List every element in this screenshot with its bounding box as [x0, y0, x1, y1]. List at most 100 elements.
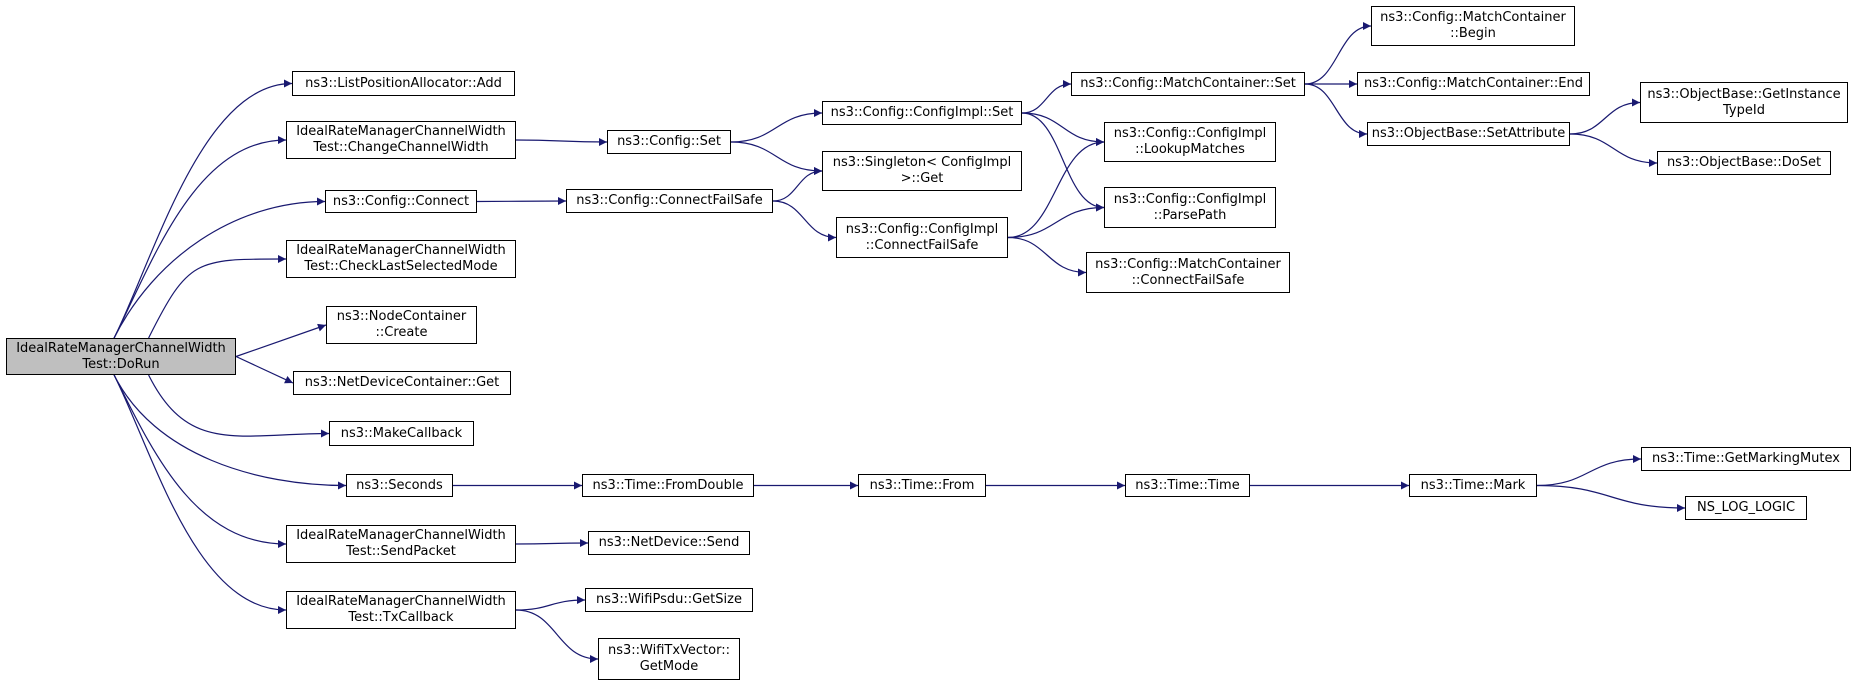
- function-node-label: ns3::ObjectBase::GetInstance: [1647, 86, 1841, 102]
- function-node-label: ns3::Singleton< ConfigImpl: [832, 155, 1012, 170]
- function-node-label: ns3::WifiTxVector::: [607, 643, 730, 658]
- function-node-label: ns3::ObjectBase::DoSet: [1666, 155, 1822, 170]
- function-node-label: ::ConnectFailSafe: [1131, 272, 1245, 288]
- function-node-label: ns3::Config::MatchContainer::Set: [1080, 76, 1296, 91]
- function-node-label: ns3::Config::ConfigImpl: [1113, 126, 1267, 141]
- function-node-label: ns3::Config::MatchContainer::End: [1364, 76, 1583, 91]
- function-node-label: Test::DoRun: [82, 356, 160, 372]
- function-node-label: ns3::MakeCallback: [340, 425, 463, 441]
- function-node-label: ns3::Config::ConfigImpl::Set: [830, 105, 1014, 120]
- function-node-label: ns3::WifiPsdu::GetSize: [596, 592, 742, 607]
- function-node[interactable]: ns3::Time::Mark: [1409, 474, 1537, 497]
- function-node[interactable]: ns3::Config::MatchContainer::End: [1357, 72, 1590, 96]
- call-edge: [515, 137, 608, 146]
- call-edge: [1304, 83, 1368, 138]
- call-edge: [1569, 98, 1641, 135]
- function-node-label: ns3::NetDevice::Send: [598, 535, 740, 550]
- function-node-label: ::Create: [375, 325, 428, 340]
- function-node-label: Test::ChangeChannelWidth: [313, 140, 489, 155]
- function-node-label: ns3::Config::MatchContainer: [1380, 10, 1566, 25]
- function-node-label: ns3::NetDeviceContainer::Get: [304, 375, 500, 390]
- function-node-label: ns3::Config::ConnectFailSafe: [576, 193, 763, 208]
- function-node[interactable]: ns3::ObjectBase::DoSet: [1657, 151, 1831, 175]
- call-edge: [1536, 455, 1642, 487]
- function-node[interactable]: ns3::Config::ConfigImpl::ConnectFailSafe: [836, 217, 1008, 258]
- function-node[interactable]: ns3::NetDeviceContainer::Get: [293, 371, 511, 395]
- function-node-label: ns3::Time::FromDouble: [592, 477, 744, 493]
- function-node-label: ::LookupMatches: [1135, 142, 1245, 157]
- function-node-label: ns3::NodeContainer: [336, 309, 467, 324]
- call-edge: [476, 197, 567, 206]
- call-edge: [1007, 138, 1105, 239]
- function-node[interactable]: ns3::Config::MatchContainer::ConnectFail…: [1086, 252, 1290, 293]
- function-node[interactable]: ns3::Config::MatchContainer::Set: [1071, 72, 1305, 96]
- function-node-label: ns3::Config::Set: [617, 134, 721, 149]
- function-node-label: ns3::Time::Time: [1135, 477, 1240, 493]
- function-node-label: ::ConnectFailSafe: [865, 237, 979, 253]
- function-node[interactable]: ns3::NetDevice::Send: [588, 531, 750, 555]
- function-node[interactable]: ns3::Config::Connect: [325, 190, 477, 213]
- function-node[interactable]: ns3::NodeContainer::Create: [326, 306, 477, 344]
- call-edge: [1007, 203, 1105, 239]
- call-edge: [1304, 22, 1372, 85]
- function-node-label: IdealRateManagerChannelWidth: [296, 243, 506, 258]
- function-node-label: IdealRateManagerChannelWidth: [16, 340, 226, 356]
- function-node[interactable]: NS_LOG_LOGIC: [1685, 496, 1807, 520]
- function-node-label: ns3::Time::Mark: [1420, 477, 1526, 493]
- function-node-label: ns3::Config::MatchContainer: [1095, 256, 1281, 272]
- function-node[interactable]: ns3::Config::ConfigImpl::ParsePath: [1104, 187, 1276, 228]
- function-node[interactable]: ns3::Time::FromDouble: [582, 474, 754, 497]
- function-node[interactable]: ns3::Config::ConfigImpl::Set: [822, 101, 1022, 125]
- function-node[interactable]: ns3::Time::GetMarkingMutex: [1641, 447, 1851, 471]
- function-node-label: NS_LOG_LOGIC: [1696, 500, 1796, 515]
- function-node[interactable]: ns3::Config::ConfigImpl::LookupMatches: [1104, 122, 1276, 162]
- function-node[interactable]: ns3::WifiTxVector::GetMode: [598, 638, 740, 680]
- function-node[interactable]: ns3::Time::From: [858, 474, 986, 497]
- function-node-label: TypeId: [1723, 102, 1765, 118]
- function-node-label: ::Begin: [1450, 26, 1496, 41]
- function-node-label: IdealRateManagerChannelWidth: [296, 124, 506, 139]
- function-node-label: IdealRateManagerChannelWidth: [296, 594, 506, 609]
- function-node[interactable]: ns3::ListPositionAllocator::Add: [292, 71, 515, 96]
- function-node-label: ns3::Time::From: [869, 477, 975, 493]
- call-edge: [113, 136, 287, 339]
- call-edge: [772, 167, 823, 202]
- call-edge: [772, 200, 837, 242]
- function-node[interactable]: ns3::Singleton< ConfigImpl >::Get: [822, 151, 1022, 191]
- function-node[interactable]: ns3::ObjectBase::SetAttribute: [1367, 122, 1570, 146]
- call-edge: [1569, 133, 1658, 167]
- function-node-label: GetMode: [639, 659, 699, 674]
- function-node-label: ::ParsePath: [1153, 207, 1227, 223]
- call-edge: [113, 374, 287, 614]
- function-node[interactable]: ns3::Config::ConnectFailSafe: [566, 189, 773, 213]
- call-edge: [113, 374, 347, 490]
- call-edge: [235, 323, 327, 358]
- call-edge: [730, 109, 823, 143]
- call-edge: [730, 141, 823, 175]
- function-node-label: ns3::ObjectBase::SetAttribute: [1371, 126, 1566, 141]
- function-node-label: Test::SendPacket: [346, 544, 456, 559]
- function-node-label: ns3::Config::Connect: [332, 193, 470, 209]
- function-node-label: ns3::Seconds: [356, 477, 443, 493]
- function-node-label: ns3::Config::ConfigImpl: [1113, 191, 1267, 207]
- function-node[interactable]: ns3::Seconds: [346, 474, 453, 497]
- call-edge: [515, 596, 586, 611]
- function-node[interactable]: ns3::Time::Time: [1125, 474, 1250, 497]
- function-node-label: >::Get: [900, 171, 944, 186]
- call-edge: [1021, 80, 1072, 114]
- function-node[interactable]: ns3::MakeCallback: [329, 421, 474, 446]
- function-node[interactable]: ns3::Config::MatchContainer::Begin: [1371, 6, 1575, 46]
- function-node[interactable]: ns3::WifiPsdu::GetSize: [585, 588, 753, 612]
- function-node[interactable]: ns3::Config::Set: [607, 130, 731, 154]
- call-edge: [1536, 484, 1686, 512]
- call-edge: [235, 355, 294, 384]
- call-edge: [148, 254, 287, 339]
- call-edge: [1021, 112, 1105, 146]
